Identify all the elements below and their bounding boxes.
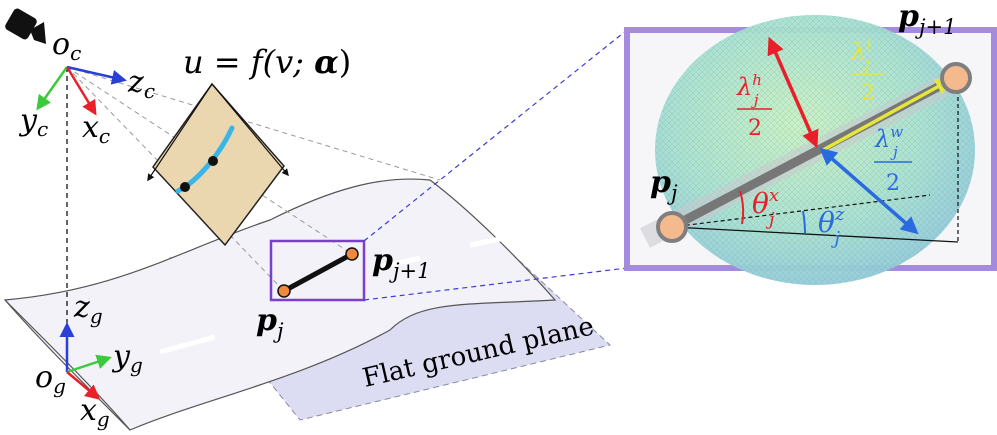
lane-segment — [282, 251, 354, 294]
lane-dash — [374, 255, 421, 271]
image-point — [180, 182, 190, 192]
lambda-h-arrow — [767, 36, 819, 149]
inset-pj-label: pj — [650, 165, 678, 205]
camera-y-label: yc — [18, 103, 48, 141]
segment-start-point — [277, 284, 291, 298]
inset-baseline — [671, 226, 959, 243]
image-point — [208, 156, 218, 166]
camera-x-axis — [65, 66, 97, 116]
camera-z-label: zc — [127, 65, 155, 103]
camera-origin-label: oc — [52, 27, 81, 65]
road-lower-edge — [4, 299, 131, 431]
image-plane-axis — [147, 83, 213, 182]
ground-x-axis — [66, 371, 101, 400]
ground-x-label: xg — [80, 393, 110, 431]
ground-origin-label: og — [35, 360, 66, 398]
curve-equation: u = f(v; α) — [183, 43, 351, 81]
projection-line — [66, 66, 353, 255]
road-surface — [3, 178, 557, 431]
zoom-connector — [363, 29, 628, 242]
theta-x-arc — [739, 190, 745, 225]
inset-end-point — [940, 62, 972, 94]
image-plane — [152, 82, 285, 247]
camera-z-axis — [66, 65, 127, 85]
lambda-l-arrow — [822, 78, 954, 152]
theta-z-arc — [802, 210, 806, 234]
svg-text:λlj: λlj — [850, 36, 871, 74]
zoom-connector — [363, 267, 628, 301]
point-pj1-label: pj+1 — [372, 243, 430, 283]
lane-dash — [159, 334, 216, 355]
inset-pj1-label: pj+1 — [898, 0, 956, 39]
point-pj-label: pj — [256, 303, 284, 343]
camera-icon — [5, 8, 46, 44]
ground-y-label: yg — [111, 339, 143, 377]
camera-y-axis — [36, 66, 69, 111]
ground-z-label: zg — [73, 290, 103, 328]
image-plane-axis — [211, 83, 289, 177]
segment-highlight-box — [269, 239, 366, 302]
svg-text:2: 2 — [886, 171, 900, 196]
svg-text:λhj: λhj — [736, 71, 762, 109]
ground-y-axis — [66, 354, 112, 374]
lane-dash — [469, 234, 511, 248]
projection-line — [66, 66, 441, 181]
ellipsoid-inset — [624, 15, 997, 285]
lambda-w-arrow — [819, 147, 919, 235]
svg-text:2: 2 — [748, 116, 762, 141]
inset-baseline-dashed — [671, 194, 931, 228]
camera-x-label: xc — [82, 110, 110, 148]
inset-start-point — [656, 211, 688, 243]
svg-text:λwj: λwj — [874, 123, 903, 161]
segment-end-point — [345, 247, 359, 261]
svg-text:2: 2 — [861, 81, 875, 106]
